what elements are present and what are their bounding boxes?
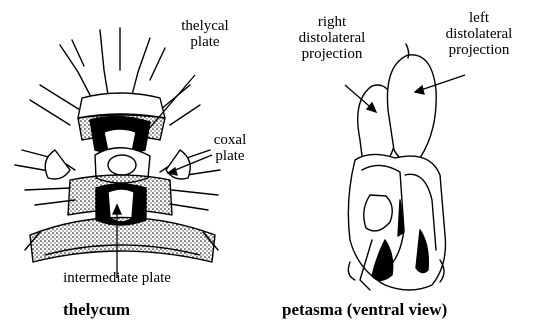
petasma-caption: petasma (ventral view): [282, 300, 447, 320]
petasma-drawing: [348, 44, 445, 290]
thelycum-caption: thelycum: [63, 300, 130, 320]
left-projection-label: left distolateral projection: [425, 10, 533, 58]
left-projection-label-line-2: distolateral: [425, 26, 533, 42]
thelycal-plate-label-line-1: thelycal: [165, 18, 245, 34]
left-projection-label-line-1: left: [425, 10, 533, 26]
right-projection-label-line-3: projection: [278, 46, 386, 62]
right-projection-label-line-1: right: [278, 14, 386, 30]
right-projection-label: right distolateral projection: [278, 14, 386, 62]
right-projection-label-line-2: distolateral: [278, 30, 386, 46]
coxal-plate-label-line-2: plate: [200, 148, 260, 164]
intermediate-plate-label: intermediate plate: [47, 270, 187, 286]
left-projection-label-line-3: projection: [425, 42, 533, 58]
coxal-plate-label: coxal plate: [200, 132, 260, 164]
thelycal-plate-label-line-2: plate: [165, 34, 245, 50]
thelycal-plate-label: thelycal plate: [165, 18, 245, 50]
coxal-plate-label-line-1: coxal: [200, 132, 260, 148]
